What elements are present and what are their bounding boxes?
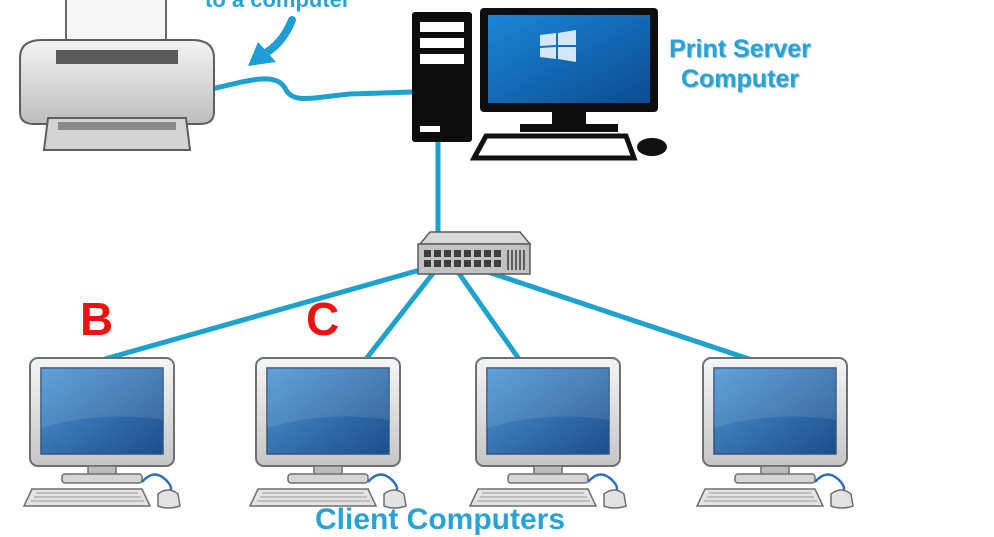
printer-to-server-cable — [205, 76, 415, 101]
network-switch-icon — [417, 231, 532, 275]
printer-icon — [19, 0, 215, 151]
diagram-canvas — [19, 0, 855, 510]
print-server-label-line1: Print Server — [669, 35, 811, 63]
print-server-label: Print Server Computer — [640, 34, 840, 94]
client-computer-icon — [695, 356, 855, 510]
network-cables — [102, 76, 752, 362]
top-caption: to a computer — [205, 0, 350, 13]
switch-to-client-4-cable — [479, 267, 752, 362]
tower-pc-icon — [412, 12, 472, 142]
monitor-icon — [480, 8, 658, 132]
bottom-caption: Client Computers — [315, 503, 566, 536]
mouse-icon — [637, 138, 667, 156]
network-diagram: to a computer Print Server Computer B C … — [19, 0, 855, 536]
switch-to-client-b-cable — [102, 267, 423, 362]
client-computer-icon — [22, 356, 182, 510]
client-computer-icon — [468, 356, 628, 510]
switch-to-client-3-cable — [455, 269, 522, 362]
arrow-icon — [248, 16, 296, 66]
print-server-label-line2: Computer — [680, 65, 800, 93]
keyboard-icon — [469, 133, 638, 161]
client-b-label: B — [80, 293, 114, 345]
client-computer-icon — [248, 356, 408, 510]
client-c-label: C — [306, 293, 340, 345]
switch-to-client-c-cable — [363, 269, 437, 362]
